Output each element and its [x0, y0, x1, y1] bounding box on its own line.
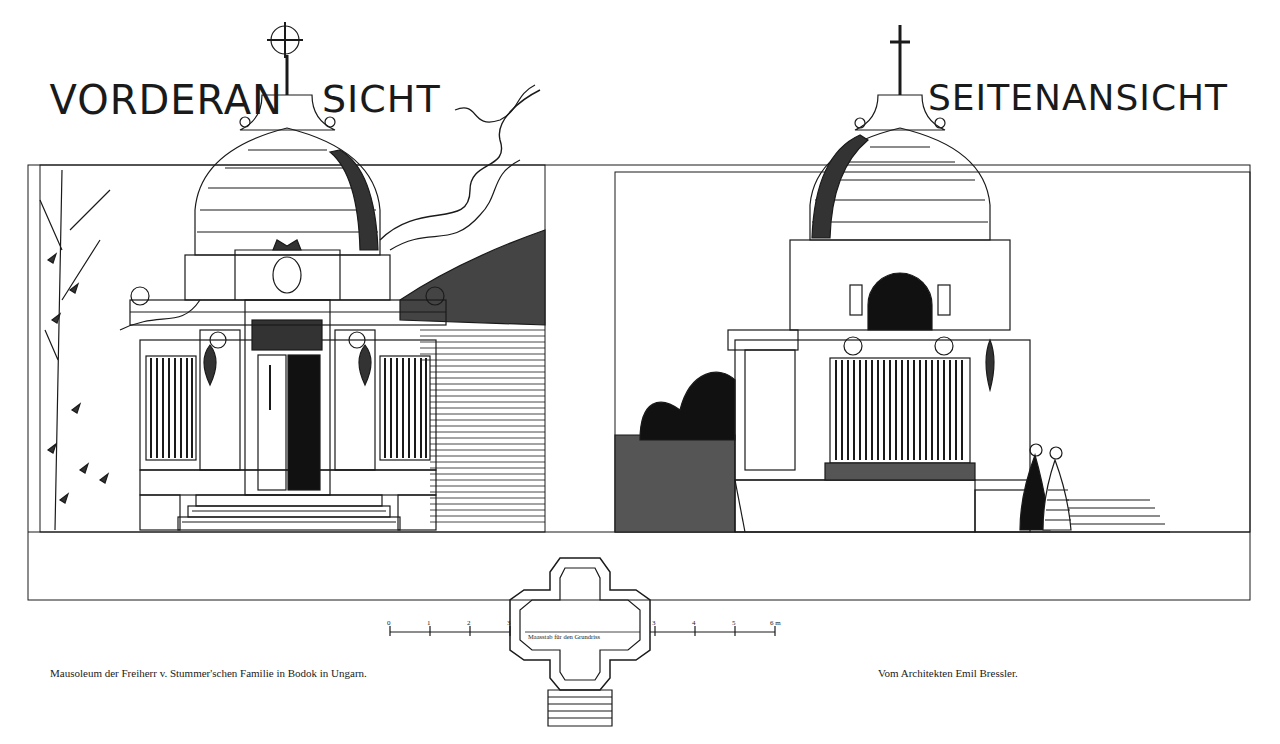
scale-number: 1 [427, 620, 431, 627]
scale-note: Maasstab für den Grundriss [528, 634, 600, 641]
view-title: SICHT [322, 80, 441, 118]
scale-number: 3 [652, 620, 656, 627]
scale-number: 0 [387, 620, 391, 627]
scale-number: 4 [692, 620, 696, 627]
caption: Mausoleum der Freiherr v. Stummer'schen … [50, 668, 367, 679]
scale-number: 6 m [770, 620, 781, 627]
scale-number: 2 [467, 620, 471, 627]
view-title: SEITENANSICHT [928, 80, 1228, 116]
architect-credit: Vom Architekten Emil Bressler. [878, 668, 1018, 679]
scale-number: 3 [507, 620, 511, 627]
view-title: VORDERAN [50, 80, 283, 120]
scale-number: 5 [732, 620, 736, 627]
